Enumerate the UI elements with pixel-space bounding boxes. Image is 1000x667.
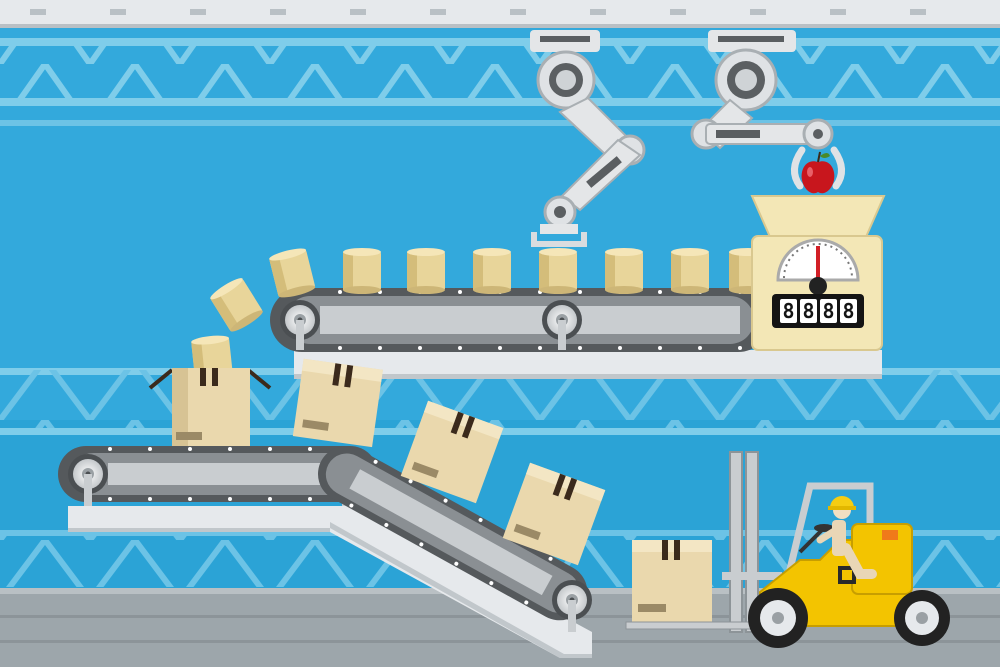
scale-digit-3: 8 (822, 299, 834, 323)
scale-digit-4: 8 (842, 299, 854, 323)
cardboard-box-icon (502, 462, 606, 566)
worker-icon (816, 496, 877, 579)
cardboard-box-icon (148, 368, 272, 446)
robot-arm-icon (530, 30, 646, 247)
scale-digit-2: 8 (802, 299, 814, 323)
cardboard-box-icon (292, 358, 383, 448)
robot-arm-icon (690, 30, 845, 190)
conveyor-belt-icon (58, 446, 378, 506)
cardboard-box-icon (632, 540, 712, 622)
upper-truss (0, 38, 1000, 126)
apple-icon (801, 151, 835, 194)
conveyor-belt-icon (318, 446, 592, 632)
cardboard-box-icon (400, 400, 504, 504)
conveyor-belt-icon (270, 288, 882, 379)
ceiling-rail (0, 0, 1000, 28)
scale-digit-1: 8 (782, 299, 794, 323)
lower-conveyor-support (68, 506, 592, 658)
weighing-scale-icon: 8 8 8 8 (750, 195, 886, 351)
